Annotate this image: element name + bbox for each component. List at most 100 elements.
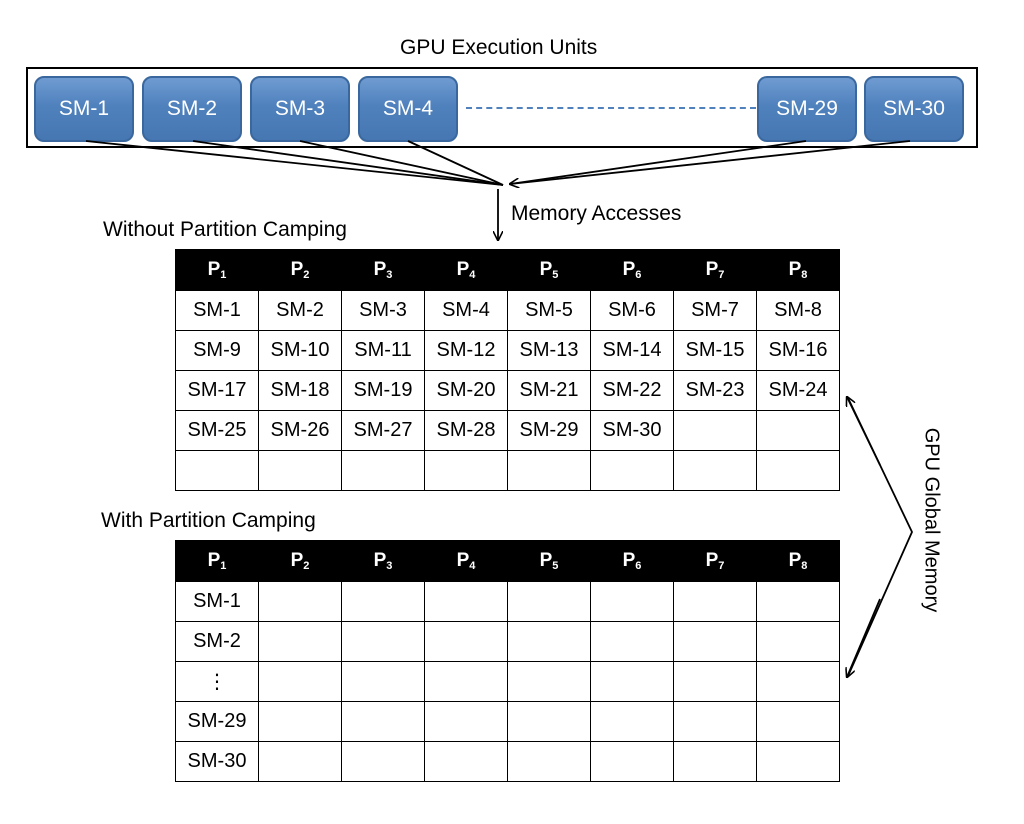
table-cell: [424, 581, 508, 622]
table-cell: [507, 701, 591, 742]
partition-header: P5: [507, 249, 591, 291]
partition-header: P1: [175, 249, 259, 291]
table-cell: [590, 450, 674, 491]
header-row: P1 P2 P3 P4 P5 P6 P7 P8: [175, 249, 840, 291]
sm-unit-1: SM-1: [34, 76, 134, 142]
table-cell: [673, 661, 757, 702]
with-partition-table: P1 P2 P3 P4 P5 P6 P7 P8 SM-1 SM-2 ⋮: [175, 540, 840, 782]
table-cell: SM-3: [341, 290, 425, 331]
table-cell: [424, 621, 508, 662]
table-cell: [756, 581, 840, 622]
header-row: P1 P2 P3 P4 P5 P6 P7 P8: [175, 540, 840, 582]
memory-accesses-label: Memory Accesses: [511, 202, 682, 225]
table-cell: [424, 741, 508, 782]
partition-header: P1: [175, 540, 259, 582]
partition-header: P8: [756, 540, 840, 582]
table-cell: [507, 581, 591, 622]
table-cell: SM-23: [673, 370, 757, 411]
table-cell: [590, 621, 674, 662]
without-partition-table: P1 P2 P3 P4 P5 P6 P7 P8 SM-1 SM-2 SM-3 S…: [175, 249, 840, 491]
table-cell: SM-26: [258, 410, 342, 451]
table-cell: [673, 741, 757, 782]
table-cell: SM-4: [424, 290, 508, 331]
partition-header: P3: [341, 540, 425, 582]
table-cell: SM-30: [590, 410, 674, 451]
partition-header: P8: [756, 249, 840, 291]
table-cell: SM-13: [507, 330, 591, 371]
table-cell: [590, 701, 674, 742]
access-line-29: [509, 140, 807, 185]
table-cell: [507, 621, 591, 662]
table-cell: SM-11: [341, 330, 425, 371]
execution-units-title: GPU Execution Units: [400, 36, 598, 59]
access-line-3: [299, 140, 504, 186]
table-cell: SM-19: [341, 370, 425, 411]
sm-unit-29: SM-29: [757, 76, 857, 142]
table-cell: [673, 410, 757, 451]
table-cell: [673, 581, 757, 622]
global-memory-bracket: [847, 397, 913, 677]
table-row: ⋮: [175, 661, 840, 702]
table-cell: SM-30: [175, 741, 259, 782]
partition-header: P2: [258, 540, 342, 582]
table-row: SM-17 SM-18 SM-19 SM-20 SM-21 SM-22 SM-2…: [175, 370, 840, 411]
table-row: [175, 450, 840, 491]
table-cell: SM-9: [175, 330, 259, 371]
table-cell: [590, 741, 674, 782]
table-cell: [756, 741, 840, 782]
table-cell: [590, 661, 674, 702]
table-cell: [507, 661, 591, 702]
table-cell: SM-6: [590, 290, 674, 331]
table-row: SM-1 SM-2 SM-3 SM-4 SM-5 SM-6 SM-7 SM-8: [175, 290, 840, 331]
partition-header: P7: [673, 249, 757, 291]
sm-unit-30: SM-30: [864, 76, 964, 142]
table-cell: SM-25: [175, 410, 259, 451]
table-cell: SM-14: [590, 330, 674, 371]
table-cell: SM-2: [258, 290, 342, 331]
table-cell: [341, 741, 425, 782]
table-cell: SM-24: [756, 370, 840, 411]
table-cell: SM-21: [507, 370, 591, 411]
table-cell: [258, 450, 342, 491]
table-cell: SM-1: [175, 581, 259, 622]
table-cell: [258, 661, 342, 702]
table-cell: [756, 621, 840, 662]
table-row: SM-29: [175, 701, 840, 742]
table-cell: SM-8: [756, 290, 840, 331]
table-cell: [341, 581, 425, 622]
access-line-2: [192, 140, 504, 186]
access-line-30: [510, 140, 911, 184]
table-cell: [673, 450, 757, 491]
table-cell: SM-16: [756, 330, 840, 371]
table-row: SM-30: [175, 741, 840, 782]
partition-header: P7: [673, 540, 757, 582]
table-cell: [341, 450, 425, 491]
partition-header: P3: [341, 249, 425, 291]
table-row: SM-2: [175, 621, 840, 662]
table-cell: [341, 621, 425, 662]
table-row: SM-9 SM-10 SM-11 SM-12 SM-13 SM-14 SM-15…: [175, 330, 840, 371]
access-line-1: [85, 140, 504, 186]
table-cell: SM-2: [175, 621, 259, 662]
sm-unit-4: SM-4: [358, 76, 458, 142]
table-cell: [424, 661, 508, 702]
table-cell: [590, 581, 674, 622]
table-cell: [258, 581, 342, 622]
global-memory-arrow-bottom: [847, 598, 881, 677]
gpu-global-memory-label: GPU Global Memory: [920, 427, 943, 613]
table-cell: [341, 661, 425, 702]
table-cell: [756, 661, 840, 702]
table-cell: [258, 701, 342, 742]
without-partition-camping-title: Without Partition Camping: [103, 218, 347, 241]
table-cell: SM-1: [175, 290, 259, 331]
table-cell: SM-29: [507, 410, 591, 451]
access-line-4: [407, 140, 504, 186]
table-cell: ⋮: [175, 661, 259, 702]
table-cell: SM-28: [424, 410, 508, 451]
table-cell: SM-17: [175, 370, 259, 411]
table-cell: SM-27: [341, 410, 425, 451]
table-cell: SM-10: [258, 330, 342, 371]
ellipsis-dashed-line: [466, 107, 756, 109]
with-partition-camping-title: With Partition Camping: [101, 509, 316, 532]
partition-header: P4: [424, 540, 508, 582]
